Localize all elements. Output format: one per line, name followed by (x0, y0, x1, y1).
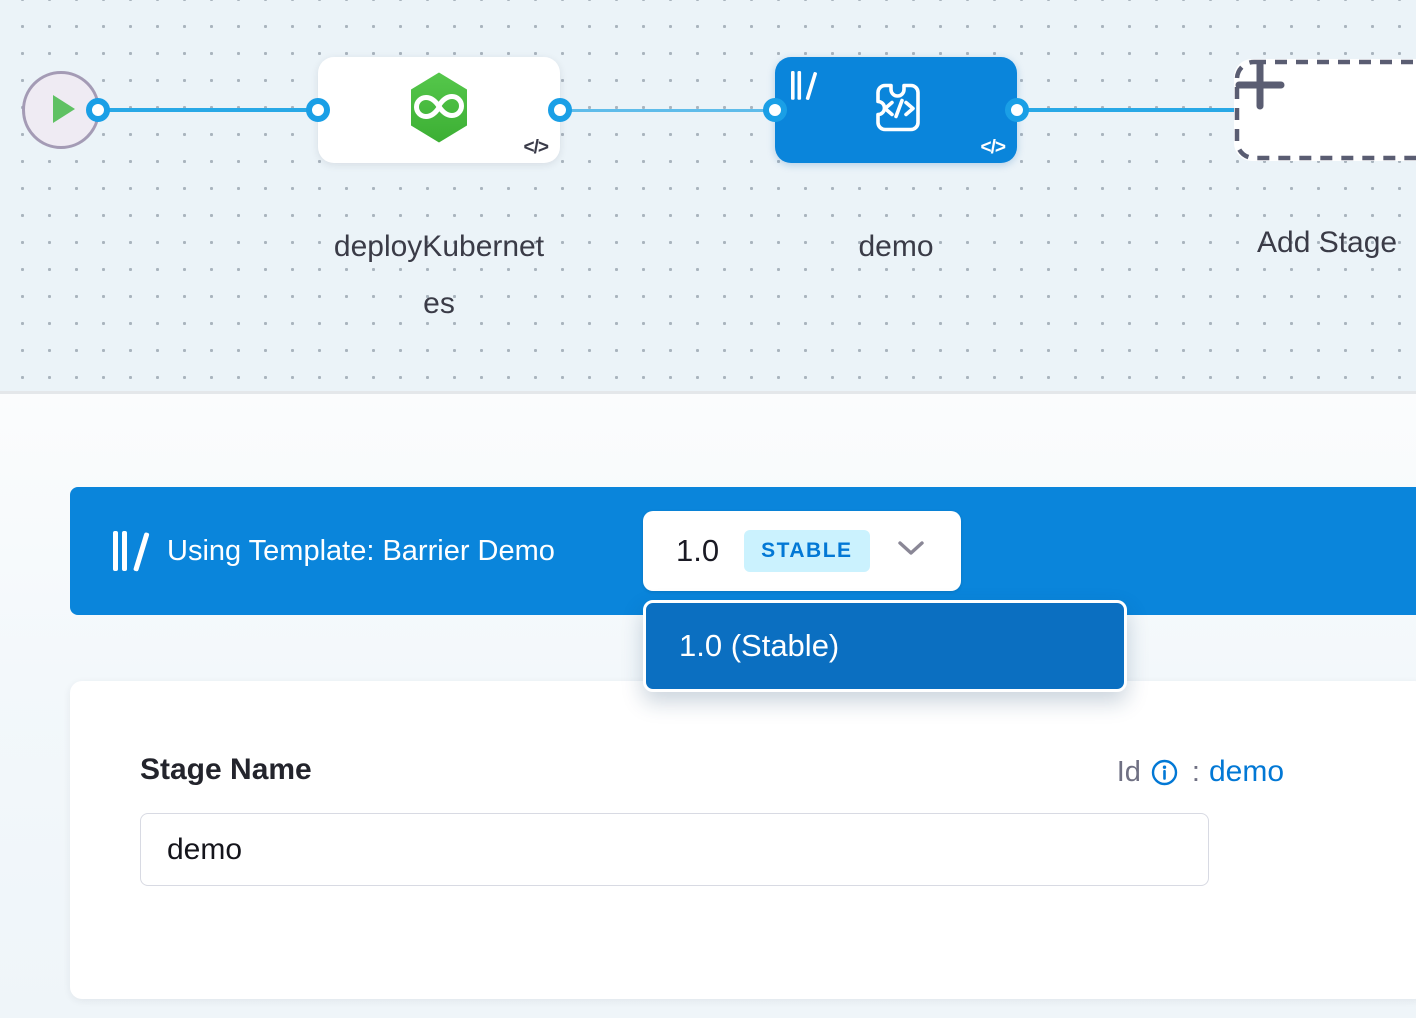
id-colon: : (1191, 755, 1200, 788)
plus-icon (1234, 59, 1416, 161)
edge-stage1-to-stage2 (560, 109, 776, 112)
stage-node-deploykubernetes[interactable]: </> (318, 57, 560, 163)
code-icon: </> (980, 137, 1007, 158)
code-icon: </> (523, 137, 550, 158)
template-badge-icon (791, 71, 818, 101)
custom-stage-icon (863, 76, 929, 145)
add-stage-label: Add Stage (1257, 226, 1398, 259)
template-banner-label: Using Template: Barrier Demo (167, 534, 555, 567)
version-dropdown-menu: 1.0 (Stable) (643, 600, 1127, 692)
edge-stage2-to-addstage (1017, 108, 1237, 112)
stage-name-label: Stage Name (140, 753, 312, 786)
connector-port (86, 98, 110, 122)
connector-port (548, 98, 572, 122)
version-number: 1.0 (676, 533, 720, 568)
play-icon (53, 95, 75, 123)
stage-label-demo: demo (858, 230, 934, 263)
template-icon (113, 531, 150, 572)
stage-id-row: Id : demo (1117, 755, 1284, 789)
stage-form-panel: Stage Name Id : demo (70, 681, 1416, 999)
edge-start-to-stage1 (98, 108, 320, 112)
kubernetes-deploy-icon (405, 71, 473, 150)
pipeline-canvas[interactable]: </> </> (0, 0, 1416, 391)
info-icon[interactable] (1150, 758, 1179, 787)
stable-badge: STABLE (744, 530, 870, 572)
chevron-down-icon (897, 540, 925, 562)
section-divider (0, 391, 1416, 394)
connector-port (1005, 98, 1029, 122)
version-menu-item[interactable]: 1.0 (Stable) (679, 628, 840, 663)
stage-name-input[interactable] (140, 813, 1209, 886)
connector-port (763, 98, 787, 122)
id-label: Id (1116, 755, 1141, 788)
stage-id-value: demo (1208, 755, 1284, 788)
stage-node-demo[interactable]: </> (775, 57, 1017, 163)
stage-label-deploykubernetes: deployKubernetes (333, 230, 545, 320)
add-stage-button[interactable] (1234, 59, 1416, 161)
template-version-selector[interactable]: 1.0 STABLE (643, 511, 961, 591)
connector-port (306, 98, 330, 122)
dashed-border (1234, 59, 1416, 161)
template-banner: Using Template: Barrier Demo 1.0 STABLE (70, 487, 1416, 615)
